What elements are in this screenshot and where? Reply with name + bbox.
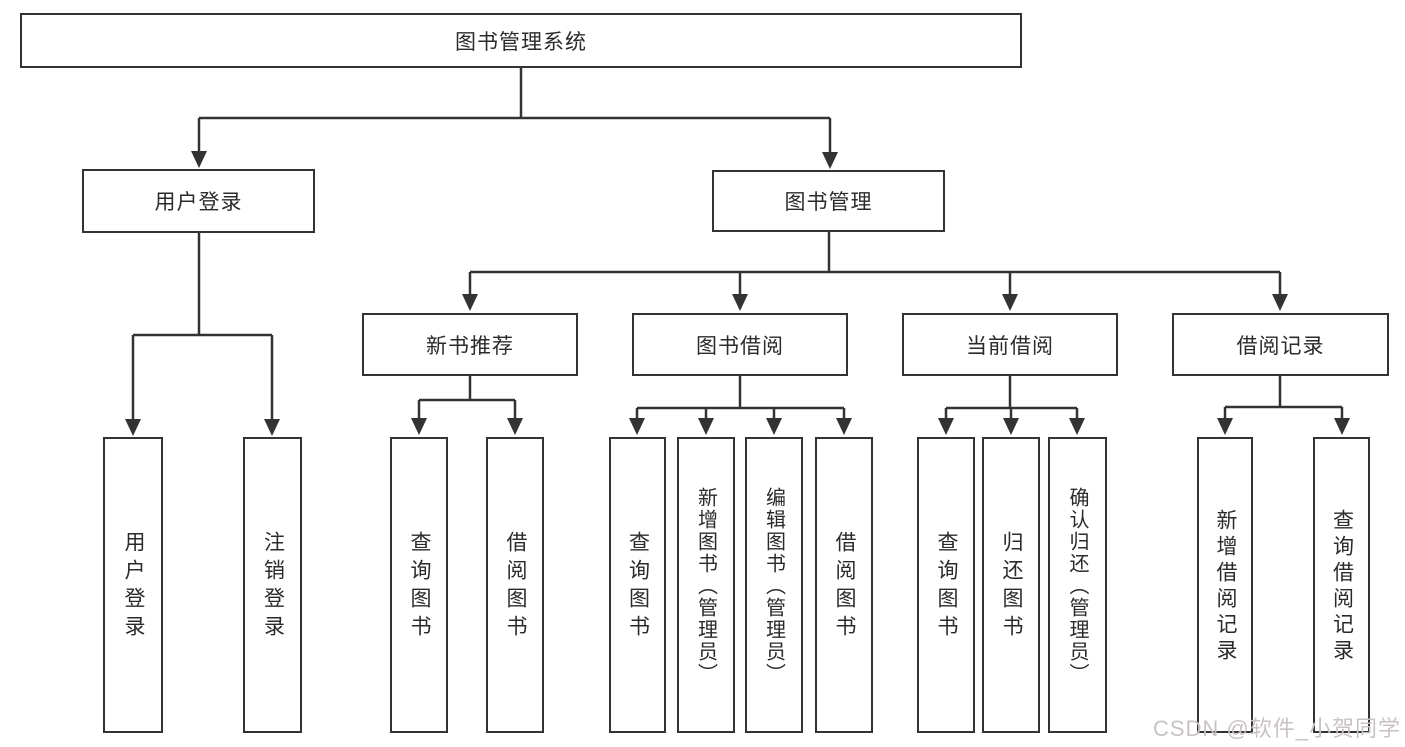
arrowhead-icons <box>125 151 1350 436</box>
node-user-login: 用户登录 <box>82 169 315 233</box>
leaf-borrow-borrow-books: 借阅图书 <box>815 437 873 733</box>
node-book-borrow: 图书借阅 <box>632 313 848 376</box>
node-root-system: 图书管理系统 <box>20 13 1022 68</box>
node-borrow-records: 借阅记录 <box>1172 313 1389 376</box>
leaf-borrow-query-books: 查询图书 <box>609 437 666 733</box>
leaf-current-query-books: 查询图书 <box>917 437 975 733</box>
csdn-watermark: CSDN @软件_小贺同学 <box>1152 716 1401 741</box>
node-current-borrow: 当前借阅 <box>902 313 1118 376</box>
node-new-book-recommend: 新书推荐 <box>362 313 578 376</box>
leaf-borrow-add-books-admin: 新增图书（管理员） <box>677 437 735 733</box>
leaf-recommend-borrow-books: 借阅图书 <box>486 437 544 733</box>
node-book-management: 图书管理 <box>712 170 945 232</box>
leaf-recommend-query-books: 查询图书 <box>390 437 448 733</box>
leaf-logout-login: 注销登录 <box>243 437 302 733</box>
leaf-records-query-record: 查询借阅记录 <box>1313 437 1370 733</box>
leaf-borrow-edit-books-admin: 编辑图书（管理员） <box>745 437 803 733</box>
leaf-current-return-books: 归还图书 <box>982 437 1040 733</box>
leaf-current-confirm-return-admin: 确认归还（管理员） <box>1048 437 1107 733</box>
leaf-records-add-record: 新增借阅记录 <box>1197 437 1253 733</box>
leaf-user-login: 用户登录 <box>103 437 163 733</box>
